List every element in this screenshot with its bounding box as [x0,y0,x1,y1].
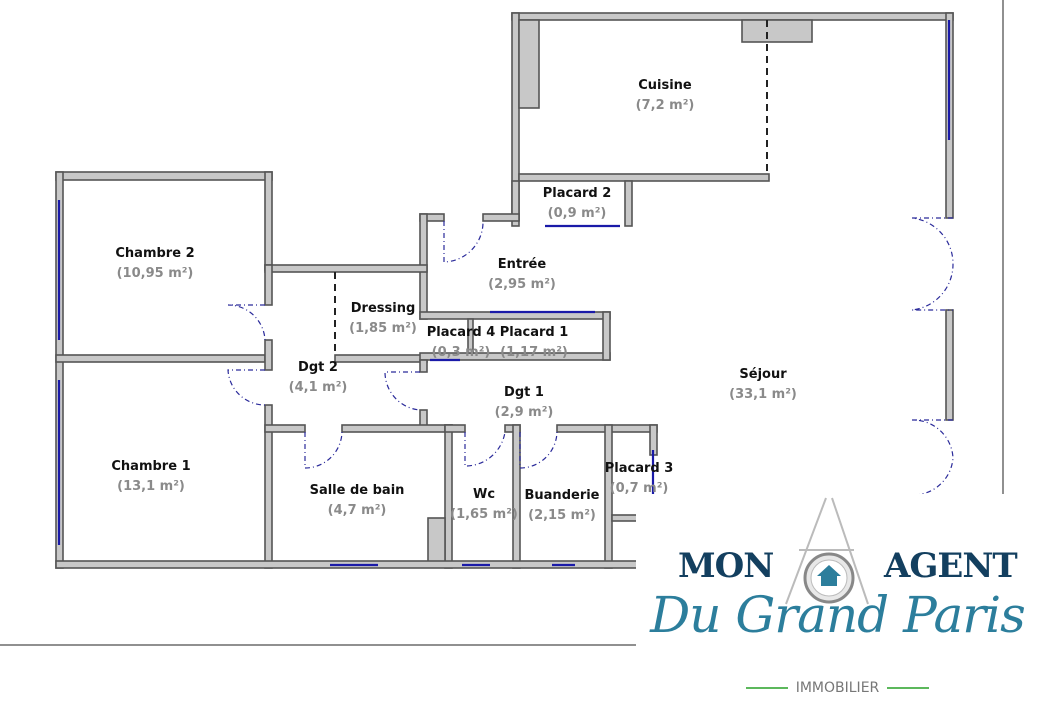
room-label: Dgt 1 (2,9 m²) [495,383,554,423]
room-label: Séjour (33,1 m²) [729,365,797,405]
room-name: Dressing [350,301,416,316]
room-name: Placard 2 [542,186,612,201]
logo-text-agent: AGENT [884,546,1018,586]
room-label: Placard 3 (0,7 m²) [605,459,674,499]
room-label: Wc (1,65 m²) [450,485,518,525]
room-label: Buanderie (2,15 m²) [525,486,600,526]
room-name: Wc [472,487,496,502]
room-label: Placard 1 (1,17 m²) [500,323,569,363]
room-name: Chambre 1 [111,459,191,474]
room-name: Placard 3 [604,461,674,476]
room-area: (1,85 m²) [349,321,417,336]
windows [57,20,951,567]
room-label: Placard 4 (0,3 m²) [427,323,496,363]
room-label: Cuisine (7,2 m²) [636,76,695,116]
room-name: Entrée [497,257,547,272]
room-area: (1,65 m²) [450,507,518,522]
room-area: (4,7 m²) [327,503,387,518]
room-area: (2,15 m²) [528,508,596,523]
room-label: Entrée (2,95 m²) [488,255,556,295]
room-area: (7,2 m²) [635,98,695,113]
room-name: Placard 4 [426,325,496,340]
room-area: (1,17 m²) [500,345,568,360]
logo-script: Du Grand Paris [650,586,1026,644]
room-area: (0,9 m²) [547,206,607,221]
eiffel-tower-icon [785,497,869,605]
room-area: (4,1 m²) [288,380,348,395]
room-name: Cuisine [638,78,692,93]
room-area: (10,95 m²) [116,266,194,281]
room-name: Buanderie [524,488,600,503]
logo-text-mon: MON [678,546,774,586]
room-label: Dgt 2 (4,1 m²) [289,358,348,398]
house-icon [817,565,841,586]
room-name: Chambre 2 [115,246,195,261]
room-area: (33,1 m²) [729,387,797,402]
room-area: (13,1 m²) [117,479,185,494]
room-area: (0,3 m²) [431,345,491,360]
room-name: Dgt 1 [504,385,544,400]
room-area: (2,95 m²) [488,277,556,292]
room-name: Dgt 2 [298,360,338,375]
room-label: Chambre 2 (10,95 m²) [115,244,194,284]
room-label: Chambre 1 (13,1 m²) [111,457,190,497]
room-name: Salle de bain [309,483,405,498]
walls [55,12,954,569]
room-area: (2,9 m²) [494,405,554,420]
room-name: Séjour [739,367,787,382]
room-area: (0,7 m²) [609,481,669,496]
room-name: Placard 1 [499,325,569,340]
room-label: Placard 2 (0,9 m²) [543,184,612,224]
doors [227,217,954,496]
logo-tagline: IMMOBILIER [636,680,1039,696]
agency-logo: MON AGENT Du Grand Paris IMMOBILIER [636,494,1039,706]
room-label: Dressing (1,85 m²) [349,299,417,339]
room-label: Salle de bain (4,7 m²) [310,481,405,521]
